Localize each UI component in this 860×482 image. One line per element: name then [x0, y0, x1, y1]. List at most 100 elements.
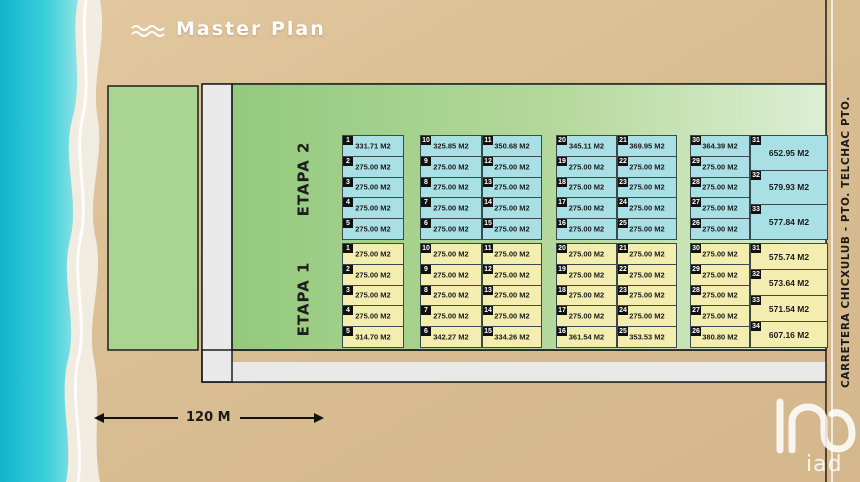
- lot-area: 314.70 M2: [355, 332, 391, 342]
- lot-number: 13: [483, 285, 493, 295]
- lot-number: 18: [557, 177, 567, 187]
- lot-number: 12: [483, 264, 493, 274]
- lot-area: 275.00 M2: [355, 162, 391, 172]
- lot-big e2-31[interactable]: 31652.95 M2: [750, 135, 828, 171]
- lot-number: 23: [618, 285, 628, 295]
- lot-area: 275.00 M2: [433, 290, 469, 300]
- lot-area: 350.68 M2: [494, 141, 530, 151]
- double-arrow-icon: [94, 413, 324, 423]
- lot-big e2-33[interactable]: 33577.84 M2: [750, 204, 828, 240]
- lot-number: 8: [421, 177, 431, 187]
- lot-area: 275.00 M2: [702, 203, 738, 213]
- lot-big e1-31[interactable]: 31575.74 M2: [750, 243, 828, 270]
- lot-number: 12: [483, 156, 493, 166]
- lot-big e1-34[interactable]: 34607.16 M2: [750, 321, 828, 348]
- lot-area: 275.00 M2: [355, 290, 391, 300]
- lot-number: 10: [421, 244, 431, 253]
- lot-area: 275.00 M2: [568, 311, 605, 321]
- lot-area: 275.00 M2: [702, 162, 738, 172]
- lot-area: 275.00 M2: [568, 162, 605, 172]
- lot-number: 19: [557, 156, 567, 166]
- lot-number: 8: [421, 285, 431, 295]
- lot-area: 275.00 M2: [629, 290, 665, 300]
- lot-area: 275.00 M2: [568, 182, 605, 192]
- lot-number: 25: [618, 219, 628, 229]
- lot-area: 275.00 M2: [494, 249, 530, 259]
- lot-big e2-32[interactable]: 32579.93 M2: [750, 169, 828, 206]
- lot-area: 275.00 M2: [494, 203, 530, 213]
- lot-number: 27: [691, 306, 701, 316]
- lot-area: 334.26 M2: [494, 332, 530, 342]
- lot-area: 275.00 M2: [433, 203, 469, 213]
- lot-area: 275.00 M2: [433, 270, 469, 280]
- lot-area: 364.39 M2: [702, 141, 738, 151]
- lot-big e1-33[interactable]: 33571.54 M2: [750, 295, 828, 322]
- lot-number: 19: [557, 264, 567, 274]
- lot-area: 275.00 M2: [629, 311, 665, 321]
- lot-number: 31: [751, 244, 761, 253]
- lot-area: 275.00 M2: [355, 249, 391, 259]
- lot-big e1-32[interactable]: 32573.64 M2: [750, 269, 828, 296]
